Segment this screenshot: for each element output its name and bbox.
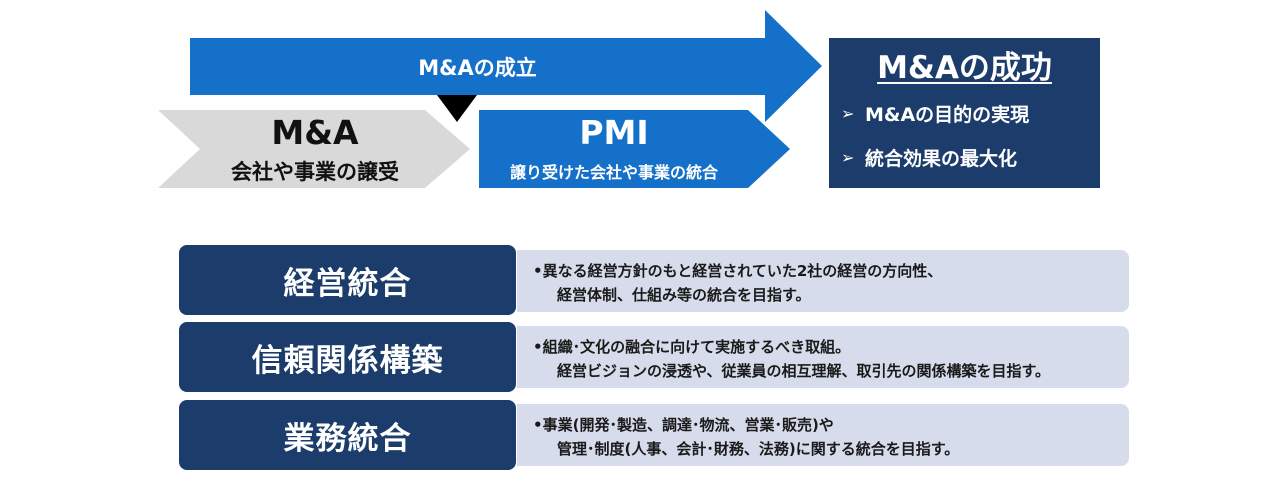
description-line: 経営ビジョンの浸透や、従業員の相互理解、取引先の関係構築を目指す。 [557, 362, 1051, 380]
management-integration-description: •異なる経営方針のもと経営されていた2社の経営の方向性、 経営体制、仕組み等の統… [517, 250, 1129, 312]
chevron-right-icon: ➢ [841, 148, 855, 167]
ma-success-title: M&Aの成功 [877, 50, 1052, 86]
success-item-text: M&Aの目的の実現 [865, 104, 1030, 126]
ma-establishment-arrow [190, 10, 822, 122]
description-line: 経営体制、仕組み等の統合を目指す。 [557, 286, 811, 304]
ma-chevron-shape [158, 110, 470, 188]
down-triangle-marker [437, 95, 477, 122]
chevron-right-icon: ➢ [841, 104, 855, 123]
ma-chevron-subtitle: 会社や事業の譲受 [231, 160, 399, 184]
description-line: 管理･制度(人事、会計･財務、法務)に関する統合を目指す。 [557, 440, 960, 458]
process-flow-arrows [158, 10, 822, 188]
business-integration-label: 業務統合 [179, 400, 516, 470]
success-item-text: 統合効果の最大化 [865, 148, 1018, 170]
description-line: •異なる経営方針のもと経営されていた2社の経営の方向性、 [533, 262, 943, 280]
ma-establishment-label: M&Aの成立 [418, 56, 537, 80]
ma-success-box: M&Aの成功 ➢ M&Aの目的の実現 ➢ 統合効果の最大化 [829, 38, 1100, 188]
trust-building-label: 信頼関係構築 [179, 322, 516, 392]
description-line: •組織･文化の融合に向けて実施するべき取組。 [533, 338, 851, 356]
trust-building-description: •組織･文化の融合に向けて実施するべき取組。 経営ビジョンの浸透や、従業員の相互… [517, 326, 1129, 388]
success-item: ➢ M&Aの目的の実現 [841, 100, 1029, 127]
ma-chevron-title: M&A [271, 113, 359, 152]
pmi-subtitle: 譲り受けた会社や事業の統合 [509, 163, 718, 182]
success-item: ➢ 統合効果の最大化 [841, 144, 1017, 171]
pmi-title: PMI [579, 113, 649, 152]
pmi-arrow-shape [479, 110, 790, 188]
business-integration-description: •事業(開発･製造、調達･物流、営業･販売)や 管理･制度(人事、会計･財務、法… [517, 404, 1129, 466]
description-line: •事業(開発･製造、調達･物流、営業･販売)や [533, 416, 834, 434]
management-integration-label: 経営統合 [179, 245, 516, 315]
